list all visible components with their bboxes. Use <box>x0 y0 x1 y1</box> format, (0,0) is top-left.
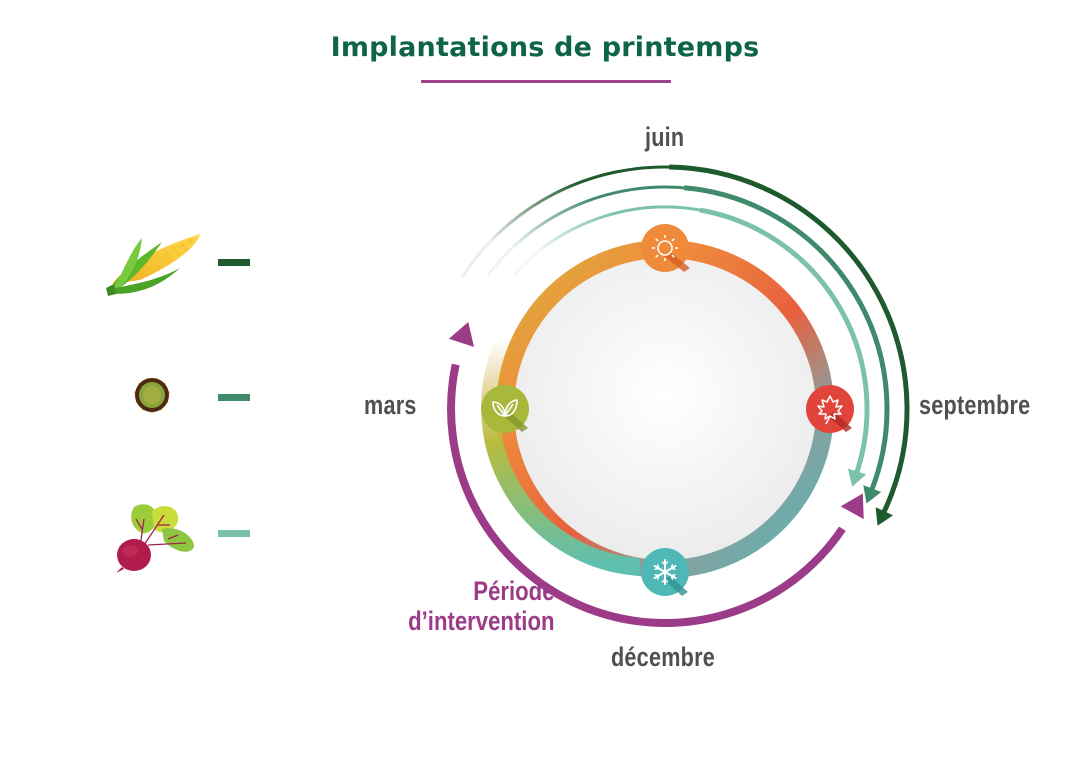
sun-ray <box>655 238 659 242</box>
snowflake-arm <box>664 571 677 579</box>
season-badge-spring <box>481 385 529 433</box>
intervention-label-line2: d’intervention <box>408 606 555 636</box>
sun-ray <box>671 238 675 242</box>
crop-cycle-arc-fade-tournesol <box>486 185 693 277</box>
crop-cycle-arc-fade-betterave <box>513 205 708 275</box>
leaf-icon <box>492 399 518 417</box>
legend-item-beet <box>100 495 260 575</box>
title-underline <box>421 80 671 83</box>
month-label-top: juin <box>645 122 685 152</box>
season-badge-autumn <box>806 385 854 433</box>
intervention-arrowhead-start <box>448 321 475 347</box>
sun-icon <box>652 235 678 261</box>
intervention-arc <box>447 363 846 627</box>
legend-item-sunflower <box>100 353 260 433</box>
sun-ray <box>655 254 659 258</box>
snowflake-branch <box>670 567 676 570</box>
season-ring-left <box>481 336 641 576</box>
intervention-label-line1: Période <box>473 576 555 606</box>
sunflower-icon <box>134 377 170 413</box>
crop-cycle-arrowhead-maïs <box>875 507 894 526</box>
snowflake-arm <box>664 565 677 573</box>
season-badge-winter <box>641 548 689 596</box>
snowflake-branch <box>654 574 660 577</box>
legend-line-corn <box>218 259 250 266</box>
crop-cycle-arc-maïs <box>669 164 910 517</box>
crop-cycle-arrowhead-tournesol <box>863 485 882 504</box>
sun-ray <box>671 254 675 258</box>
crop-cycle-arrowhead-betterave <box>847 468 867 487</box>
legend-line-sunflower <box>218 394 250 401</box>
legend-item-corn <box>100 222 260 302</box>
maple-leaf-icon <box>817 395 843 425</box>
legend-line-beet <box>218 530 250 537</box>
crop-cycle-arc-tournesol <box>684 185 890 494</box>
snowflake-branch <box>661 578 666 583</box>
page-title: Implantations de printemps <box>330 32 760 63</box>
month-label-right: septembre <box>919 390 1031 420</box>
month-label-bottom: décembre <box>611 642 715 672</box>
crop-cycle-arc-betterave <box>699 207 870 476</box>
snowflake-icon <box>653 559 677 585</box>
inner-disc <box>512 256 818 562</box>
season-badge-summer <box>641 224 690 272</box>
snowflake-branch <box>670 574 674 580</box>
month-label-left: mars <box>364 390 417 420</box>
intervention-arrowhead-end <box>840 493 864 520</box>
snowflake-branch <box>656 564 660 570</box>
crop-cycle-arc-fade-maïs <box>460 165 678 279</box>
beet-icon <box>116 504 194 573</box>
corn-icon <box>106 234 200 296</box>
snowflake-branch <box>664 561 669 566</box>
intervention-label: Période d’intervention <box>409 576 555 636</box>
snowflake-arm <box>653 565 666 573</box>
snowflake-arm <box>653 571 666 579</box>
